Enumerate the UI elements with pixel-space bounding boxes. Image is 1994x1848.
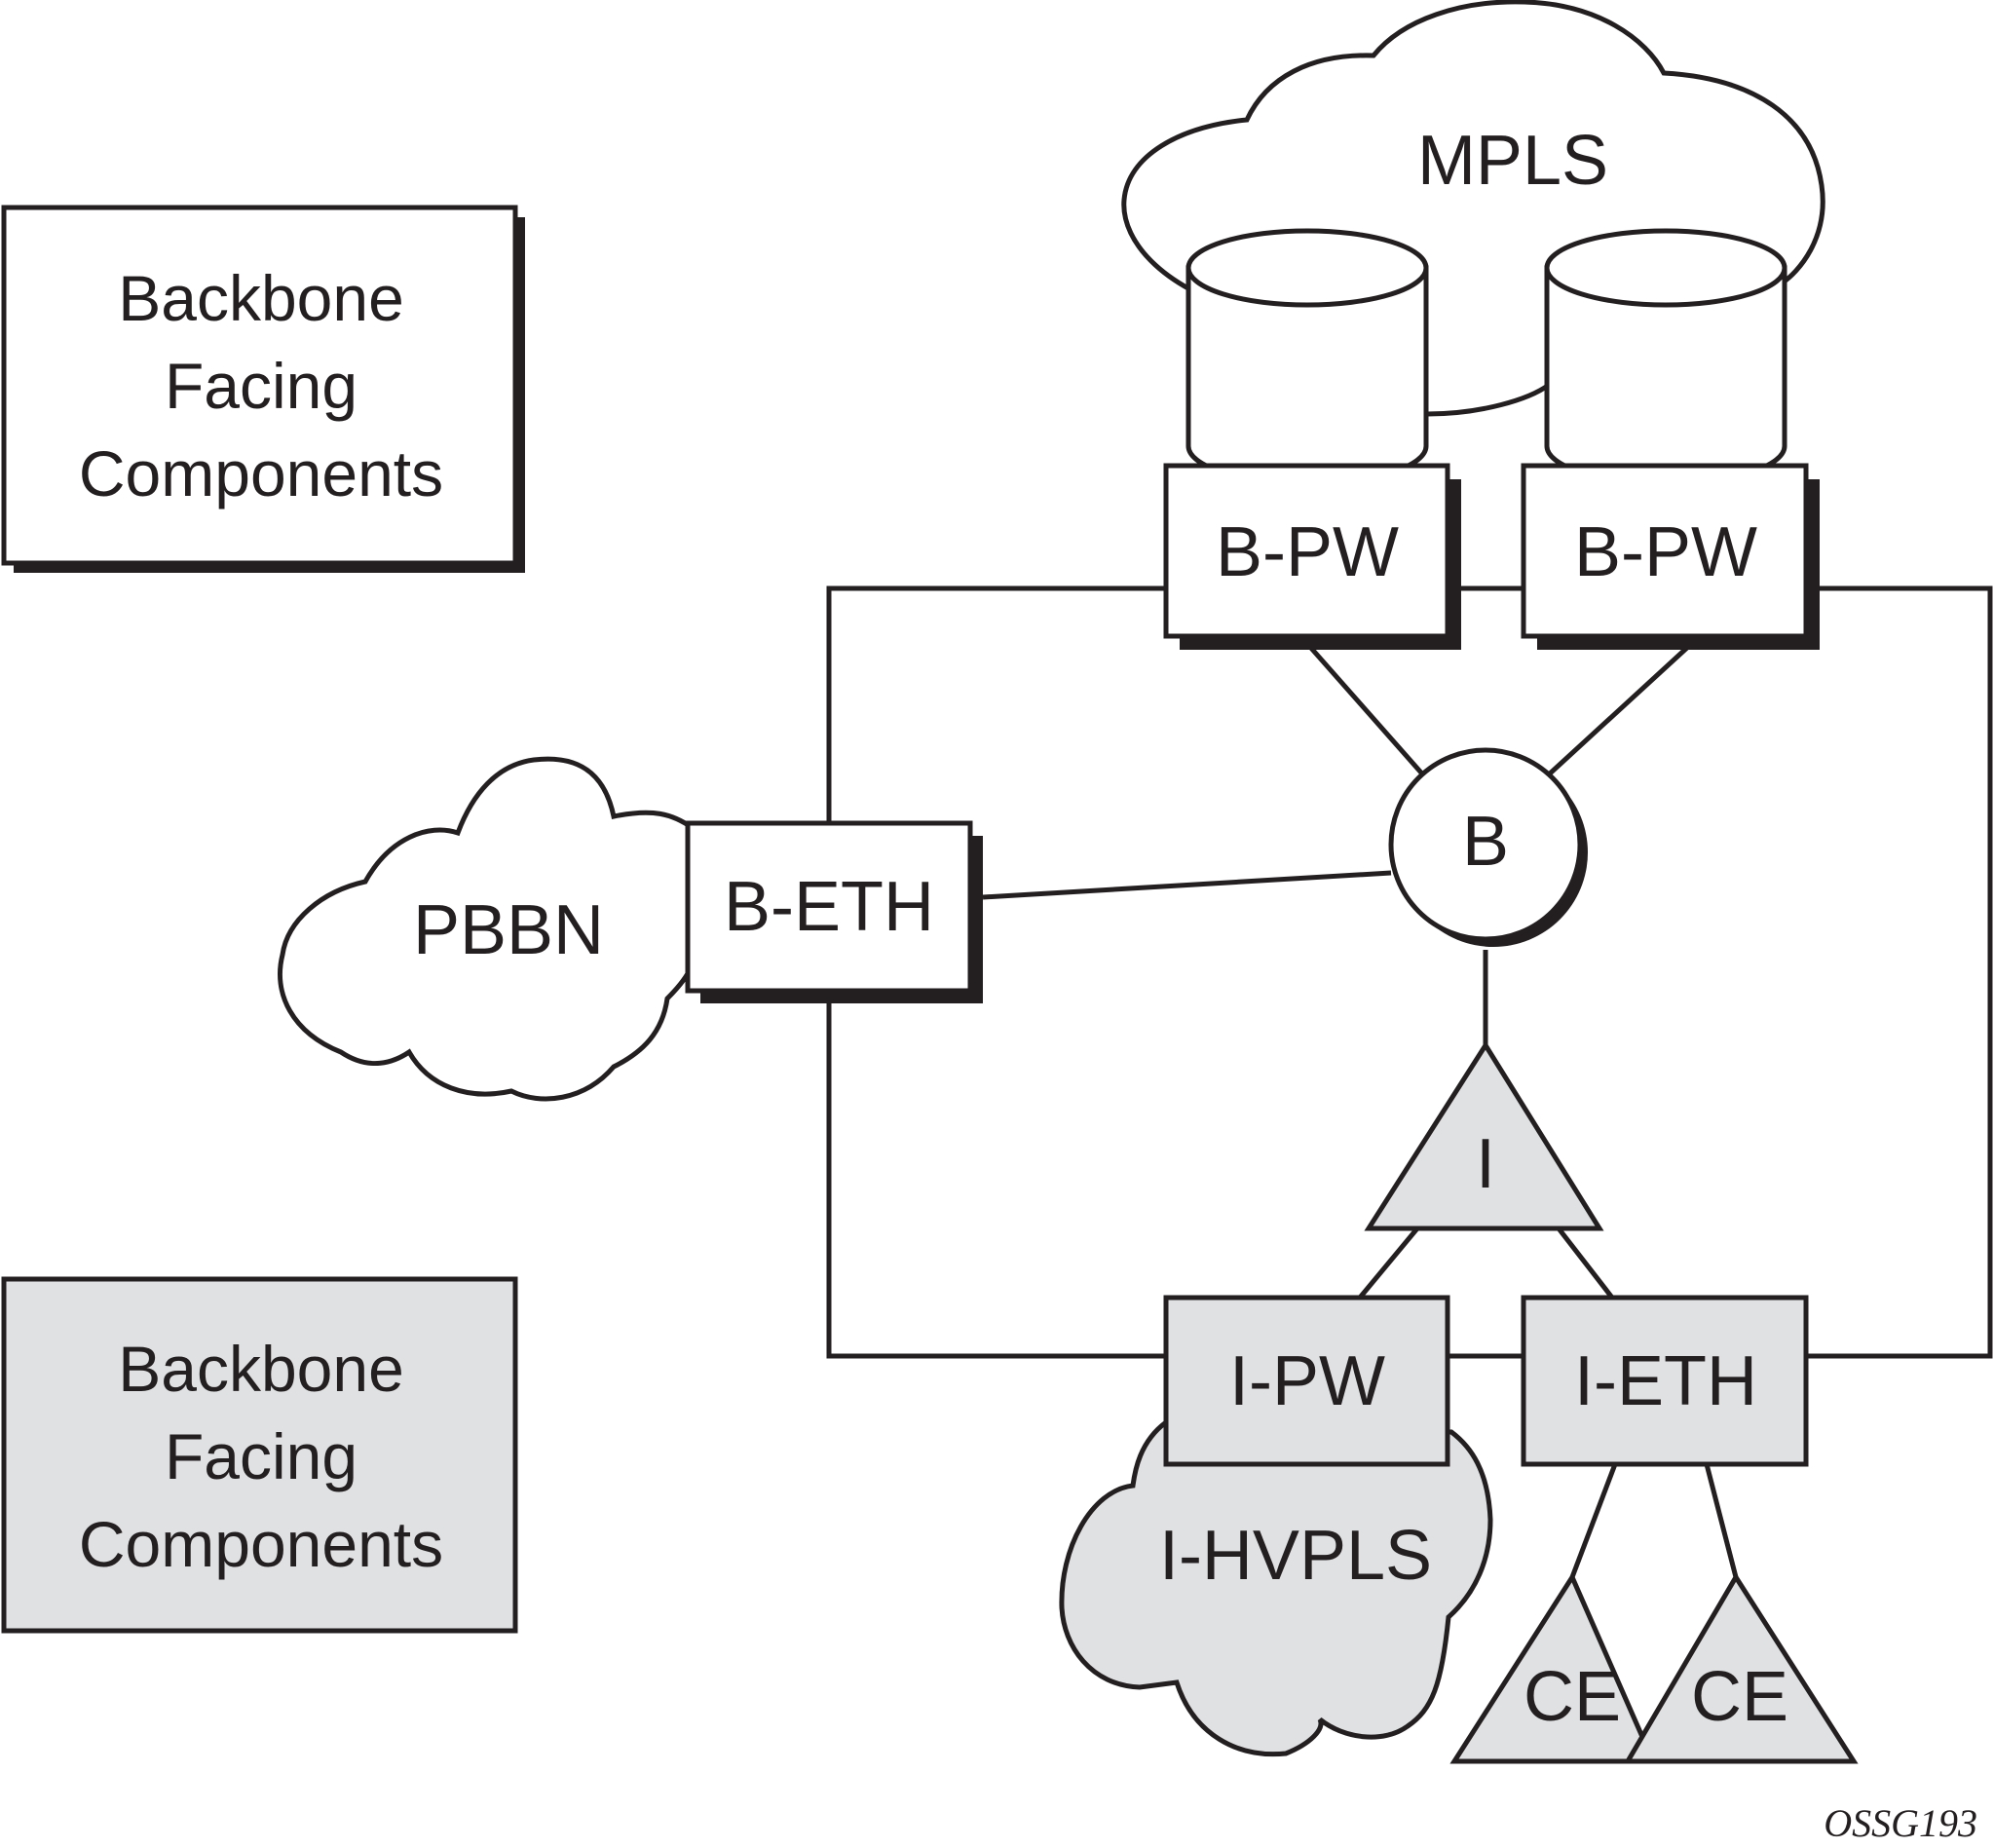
legend-white-box-frame bbox=[1, 205, 518, 566]
b-component-node[interactable]: B bbox=[1388, 747, 1588, 947]
b-circle-label: B bbox=[1462, 803, 1509, 881]
link-ieth-to-ce-left bbox=[1569, 1463, 1618, 1578]
ring-connector bbox=[826, 585, 1993, 1359]
link-beth-to-b bbox=[982, 870, 1392, 900]
pbbn-label: PBBN bbox=[413, 891, 604, 969]
ce-right-label: CE bbox=[1691, 1658, 1788, 1736]
i-component-node[interactable]: I bbox=[1364, 1040, 1604, 1231]
pbbn-cloud: PBBN bbox=[278, 756, 696, 1102]
legend-grey-box-frame bbox=[1, 1276, 518, 1634]
mpls-cloud-lower-edge bbox=[1427, 273, 1549, 321]
mpls-label: MPLS bbox=[1417, 122, 1608, 200]
legend-grey-box: Backbone Facing Components bbox=[1, 1276, 518, 1634]
legend-white-line-1: Backbone bbox=[118, 262, 404, 334]
cylinder-right-top bbox=[1544, 228, 1787, 308]
i-pw-label: I-PW bbox=[1229, 1342, 1385, 1420]
ce-left-triangle[interactable] bbox=[1449, 1571, 1657, 1764]
link-i-to-ipw bbox=[1358, 1226, 1419, 1300]
ring-top-left bbox=[826, 585, 1166, 821]
link-i-to-ieth bbox=[1557, 1226, 1614, 1300]
i-hvpls-cloud: I-HVPLS bbox=[1059, 1419, 1493, 1757]
link-bpw-right-to-b bbox=[1547, 644, 1691, 776]
b-pw-right-box[interactable] bbox=[1521, 463, 1809, 639]
b-pw-right-label: B-PW bbox=[1574, 513, 1757, 591]
i-eth-label: I-ETH bbox=[1574, 1342, 1757, 1420]
link-bpw-left-to-b bbox=[1307, 644, 1429, 781]
i-hvpls-label: I-HVPLS bbox=[1159, 1517, 1432, 1595]
link-ieth-to-ce-right bbox=[1704, 1463, 1739, 1578]
legend-grey-line-2: Facing bbox=[165, 1420, 357, 1492]
ce-right-node[interactable]: CE bbox=[1623, 1572, 1859, 1764]
tunnel-cylinder-left bbox=[1185, 228, 1429, 486]
ce-right-triangle[interactable] bbox=[1623, 1572, 1859, 1764]
b-eth-box[interactable] bbox=[685, 820, 973, 994]
pbbn-cloud-shape bbox=[278, 756, 696, 1102]
i-eth-node[interactable]: I-ETH bbox=[1521, 1295, 1809, 1467]
legend-grey-line-1: Backbone bbox=[118, 1333, 404, 1405]
b-eth-label: B-ETH bbox=[724, 868, 934, 946]
ce-left-node[interactable]: CE bbox=[1449, 1571, 1657, 1764]
ring-bottom-left bbox=[826, 992, 1166, 1359]
figure-id: OSSG193 bbox=[1824, 1801, 1977, 1845]
i-eth-box[interactable] bbox=[1521, 1295, 1809, 1467]
b-eth-node[interactable]: B-ETH bbox=[685, 820, 983, 1003]
b-circle[interactable] bbox=[1388, 747, 1583, 942]
i-pw-box[interactable] bbox=[1163, 1295, 1450, 1467]
legend-white-line-2: Facing bbox=[165, 350, 357, 422]
i-hvpls-cloud-shape bbox=[1059, 1419, 1493, 1757]
legend-grey-line-3: Components bbox=[79, 1508, 443, 1580]
i-triangle-label: I bbox=[1476, 1125, 1495, 1203]
legend-white-line-3: Components bbox=[79, 437, 443, 509]
b-pw-right-node[interactable]: B-PW bbox=[1521, 463, 1820, 650]
ce-left-label: CE bbox=[1524, 1658, 1621, 1736]
cylinder-left-top bbox=[1185, 228, 1429, 308]
i-triangle[interactable] bbox=[1364, 1040, 1604, 1231]
legend-white-box: Backbone Facing Components bbox=[1, 205, 525, 573]
b-pw-left-label: B-PW bbox=[1216, 513, 1399, 591]
ring-right bbox=[1806, 585, 1993, 1359]
tunnel-cylinder-right bbox=[1544, 228, 1787, 486]
i-pw-node[interactable]: I-PW bbox=[1163, 1295, 1450, 1467]
b-pw-left-box[interactable] bbox=[1163, 463, 1450, 639]
mpls-cloud-bottom-arc bbox=[1426, 382, 1551, 417]
b-pw-left-node[interactable]: B-PW bbox=[1163, 463, 1461, 650]
